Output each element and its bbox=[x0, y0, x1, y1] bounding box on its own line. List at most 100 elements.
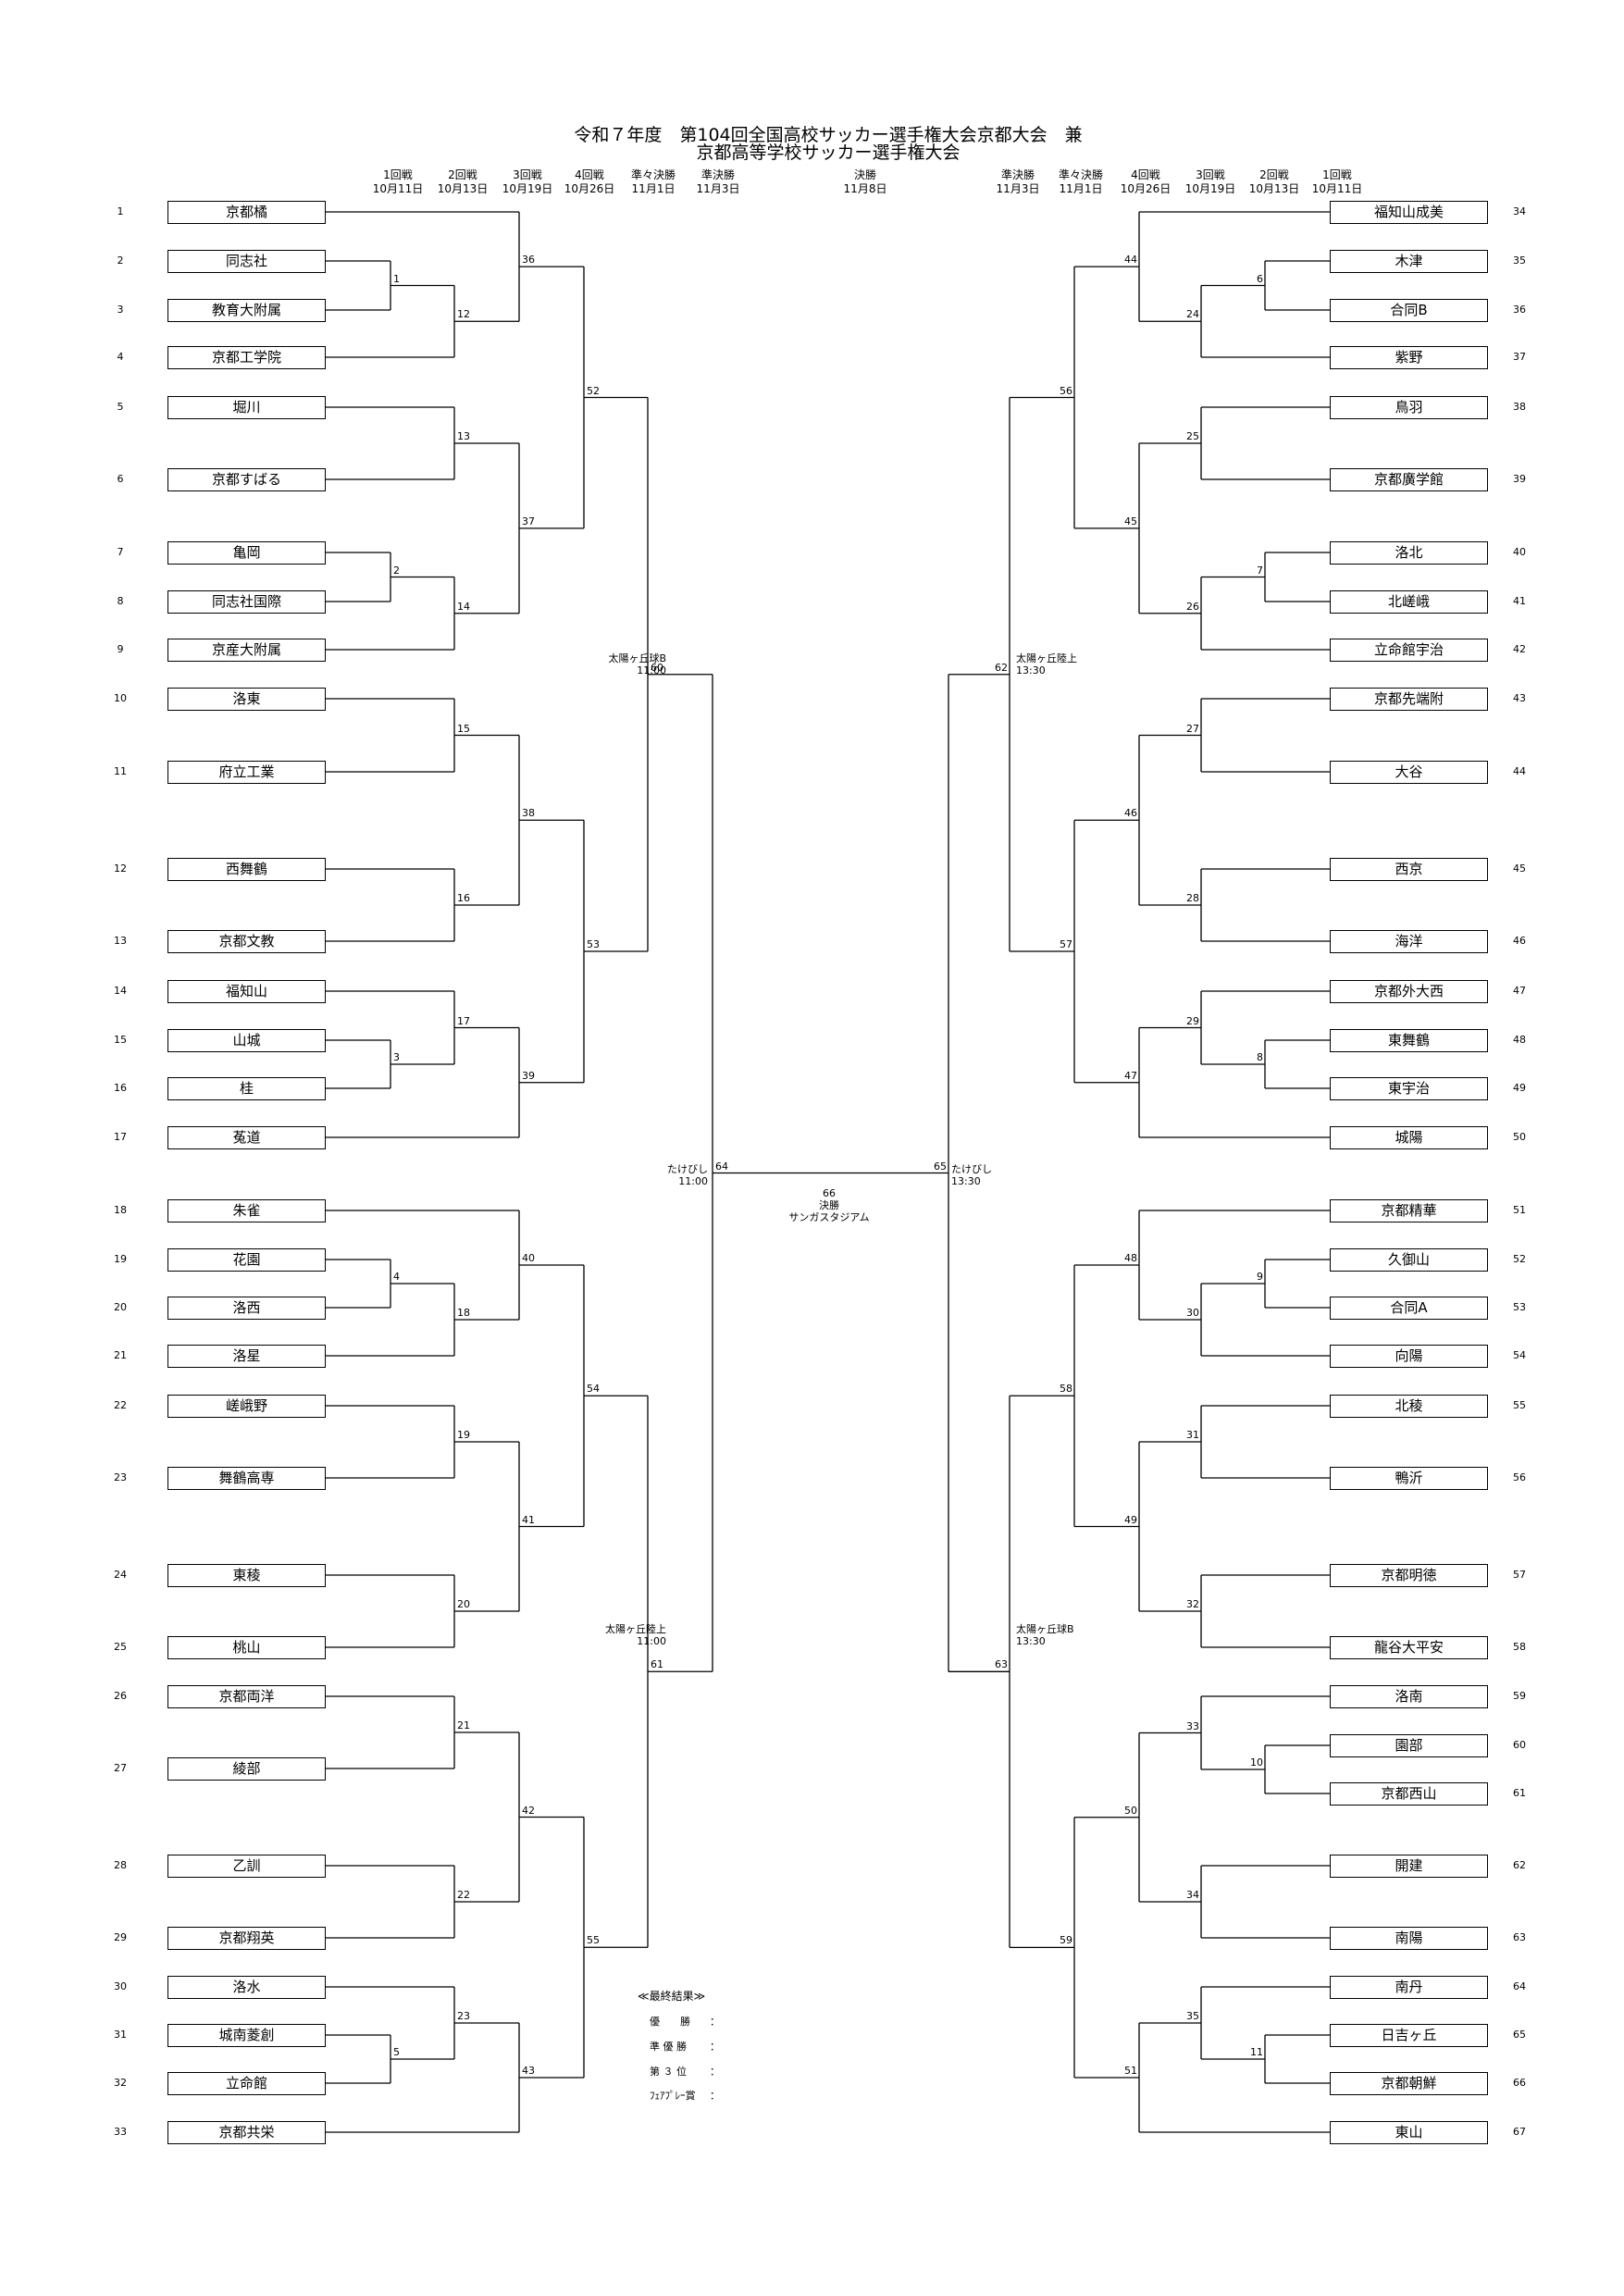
team-box: 花園 bbox=[167, 1248, 326, 1272]
seed-number: 2 bbox=[117, 254, 124, 267]
match-number: 53 bbox=[587, 938, 600, 950]
round-name: 1回戦 bbox=[383, 168, 413, 181]
team-box: 園部 bbox=[1330, 1734, 1488, 1757]
venue-time: 13:30 bbox=[951, 1175, 981, 1187]
team-box: 木津 bbox=[1330, 250, 1488, 273]
team-box: 洛西 bbox=[167, 1297, 326, 1320]
match-number: 41 bbox=[522, 1513, 535, 1526]
seed-number: 66 bbox=[1513, 2077, 1526, 2089]
match-number: 47 bbox=[1124, 1069, 1137, 1082]
venue-time: 13:30 bbox=[1016, 1635, 1046, 1647]
team-box: 大谷 bbox=[1330, 761, 1488, 784]
team-box: 東山 bbox=[1330, 2121, 1488, 2144]
seed-number: 12 bbox=[114, 863, 127, 875]
seed-number: 38 bbox=[1513, 401, 1526, 413]
match-number: 31 bbox=[1186, 1429, 1199, 1441]
seed-number: 23 bbox=[114, 1471, 127, 1483]
seed-number: 6 bbox=[117, 473, 124, 485]
result-label: 優 勝 bbox=[650, 2016, 690, 2028]
team-box: 桂 bbox=[167, 1077, 326, 1100]
seed-number: 32 bbox=[114, 2077, 127, 2089]
venue-place: 太陽ヶ丘陸上 bbox=[605, 1623, 666, 1635]
round-name: 3回戦 bbox=[513, 168, 542, 181]
match-number: 14 bbox=[457, 600, 470, 613]
match-number: 46 bbox=[1124, 807, 1137, 820]
seed-number: 65 bbox=[1513, 2029, 1526, 2041]
match-number: 40 bbox=[522, 1252, 535, 1264]
team-box: 紫野 bbox=[1330, 346, 1488, 369]
team-box: 城南菱創 bbox=[167, 2024, 326, 2047]
seed-number: 48 bbox=[1513, 1034, 1526, 1046]
seed-number: 17 bbox=[114, 1131, 127, 1143]
team-box: 綾部 bbox=[167, 1757, 326, 1781]
match-number: 20 bbox=[457, 1598, 470, 1610]
result-label: ﾌｪｱﾌﾟﾚｰ賞 bbox=[650, 2090, 696, 2102]
match-number: 59 bbox=[1060, 1934, 1072, 1947]
seed-number: 45 bbox=[1513, 863, 1526, 875]
match-number: 13 bbox=[457, 430, 470, 442]
team-box: 京都すばる bbox=[167, 468, 326, 491]
team-box: 堀川 bbox=[167, 396, 326, 419]
team-box: 教育大附属 bbox=[167, 299, 326, 322]
seed-number: 29 bbox=[114, 1931, 127, 1943]
round-date: 11月3日 bbox=[696, 182, 740, 195]
round-name: 4回戦 bbox=[575, 168, 604, 181]
team-box: 合同A bbox=[1330, 1297, 1488, 1320]
match-number: 50 bbox=[1124, 1804, 1137, 1817]
match-number: 7 bbox=[1257, 564, 1263, 577]
seed-number: 58 bbox=[1513, 1641, 1526, 1653]
team-box: 府立工業 bbox=[167, 761, 326, 784]
venue-place: 太陽ヶ丘陸上 bbox=[1016, 652, 1077, 664]
match-number: 38 bbox=[522, 807, 535, 820]
team-box: 同志社 bbox=[167, 250, 326, 273]
venue-match-64: たけびし 11:00 bbox=[597, 1163, 708, 1187]
seed-number: 61 bbox=[1513, 1787, 1526, 1799]
match-number: 11 bbox=[1250, 2046, 1263, 2058]
team-box: 京都工学院 bbox=[167, 346, 326, 369]
seed-number: 47 bbox=[1513, 985, 1526, 997]
match-number: 29 bbox=[1186, 1014, 1199, 1027]
round-date: 10月26日 bbox=[564, 182, 615, 195]
round-date: 11月1日 bbox=[631, 182, 676, 195]
match-number: 52 bbox=[587, 384, 600, 397]
match-number: 36 bbox=[522, 254, 535, 267]
seed-number: 27 bbox=[114, 1762, 127, 1774]
seed-number: 54 bbox=[1513, 1349, 1526, 1361]
seed-number: 52 bbox=[1513, 1253, 1526, 1265]
team-box: 福知山 bbox=[167, 980, 326, 1003]
team-box: 北稜 bbox=[1330, 1395, 1488, 1418]
match-number: 58 bbox=[1060, 1383, 1072, 1396]
match-number: 17 bbox=[457, 1014, 470, 1027]
match-number: 26 bbox=[1186, 600, 1199, 613]
seed-number: 44 bbox=[1513, 765, 1526, 777]
seed-number: 7 bbox=[117, 546, 124, 558]
round-name: 4回戦 bbox=[1131, 168, 1160, 181]
final-venue: サンガスタジアム bbox=[788, 1211, 870, 1223]
team-box: 桃山 bbox=[167, 1636, 326, 1659]
round-name: 2回戦 bbox=[448, 168, 477, 181]
venue-time: 11:00 bbox=[678, 1175, 708, 1187]
seed-number: 60 bbox=[1513, 1739, 1526, 1751]
team-box: 京都朝鮮 bbox=[1330, 2072, 1488, 2095]
team-box: 南丹 bbox=[1330, 1976, 1488, 1999]
match-number: 54 bbox=[587, 1383, 600, 1396]
match-number: 35 bbox=[1186, 2010, 1199, 2022]
match-number: 39 bbox=[522, 1069, 535, 1082]
team-box: 西舞鶴 bbox=[167, 858, 326, 881]
team-box: 京都翔英 bbox=[167, 1927, 326, 1950]
match-number: 42 bbox=[522, 1804, 535, 1817]
round-name: 1回戦 bbox=[1322, 168, 1352, 181]
team-box: 洛南 bbox=[1330, 1685, 1488, 1708]
title-line-1: 令和７年度 第104回全国高校サッカー選手権大会京都大会 兼 bbox=[574, 125, 1083, 145]
seed-number: 40 bbox=[1513, 546, 1526, 558]
round-date: 11月3日 bbox=[996, 182, 1040, 195]
match-number: 8 bbox=[1257, 1051, 1263, 1063]
seed-number: 31 bbox=[114, 2029, 127, 2041]
match-number: 56 bbox=[1060, 384, 1072, 397]
seed-number: 19 bbox=[114, 1253, 127, 1265]
team-box: 洛東 bbox=[167, 688, 326, 711]
